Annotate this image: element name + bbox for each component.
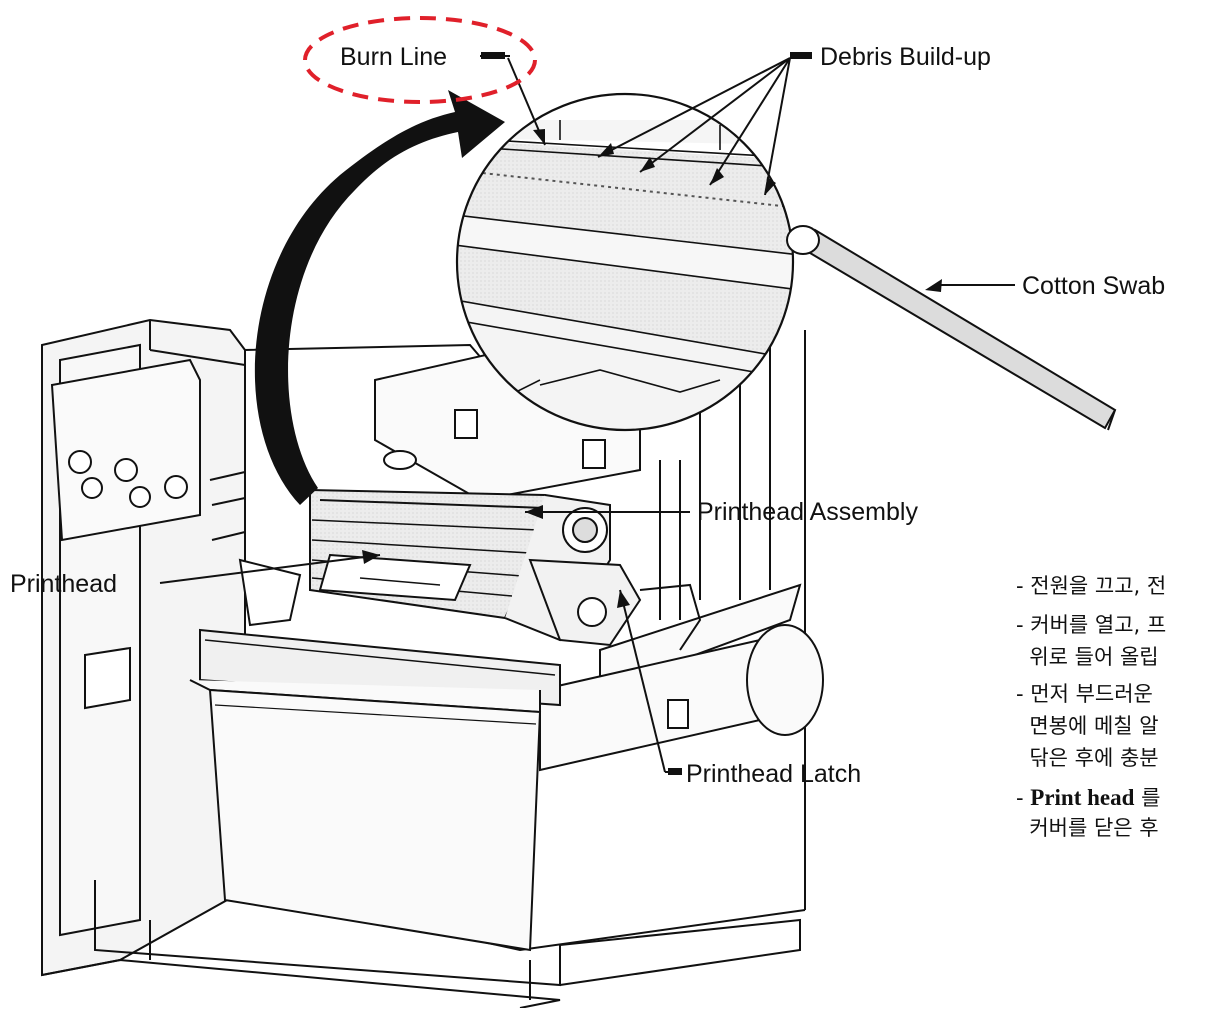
leader-lines xyxy=(159,55,1015,773)
instruction-tail: 를 xyxy=(1134,786,1161,810)
magnified-printhead-view xyxy=(455,92,795,432)
label-debris-build-up: Debris Build-up xyxy=(820,43,991,71)
panel-button-icon xyxy=(114,458,138,482)
burn-line-dots xyxy=(457,169,793,209)
cotton-swab-icon xyxy=(786,225,1117,431)
printer-base xyxy=(41,880,801,1009)
instruction-line: 커버를 닫은 후 xyxy=(1016,816,1159,840)
panel-button-icon xyxy=(164,475,188,499)
instruction-line: 면봉에 메칠 알 xyxy=(1016,714,1159,738)
panel-button-icon xyxy=(81,477,103,499)
instruction-line: 닦은 후에 충분 xyxy=(1016,746,1159,770)
instruction-bold: Print head xyxy=(1030,785,1135,810)
front-cover xyxy=(189,558,561,952)
curved-arrow-icon xyxy=(254,90,505,505)
control-panel xyxy=(50,358,201,542)
label-printhead: Printhead xyxy=(10,570,118,598)
panel-button-icon xyxy=(68,450,92,474)
arrowheads xyxy=(362,129,942,608)
panel-button-icon xyxy=(129,486,151,508)
label-printhead-latch: Printhead Latch xyxy=(686,760,862,788)
instruction-line: - 먼저 부드러운 xyxy=(1016,682,1153,706)
burn-line-highlight xyxy=(303,16,537,104)
printhead-latch xyxy=(528,558,642,647)
instruction-line: - 전원을 끄고, 전 xyxy=(1016,574,1167,598)
label-printhead-assembly: Printhead Assembly xyxy=(697,498,918,526)
instruction-line: 위로 들어 올립 xyxy=(1016,645,1159,669)
instruction-line: - Print head 를 xyxy=(1016,785,1161,810)
label-burn-line: Burn Line xyxy=(340,43,448,71)
ribbon-spindle xyxy=(539,583,824,772)
instruction-text-block: - 전원을 끄고, 전 - 커버를 열고, 프 위로 들어 올립 - 먼저 부드… xyxy=(1016,568,1220,898)
instruction-line: - 커버를 열고, 프 xyxy=(1016,613,1167,637)
label-cotton-swab: Cotton Swab xyxy=(1022,272,1166,300)
